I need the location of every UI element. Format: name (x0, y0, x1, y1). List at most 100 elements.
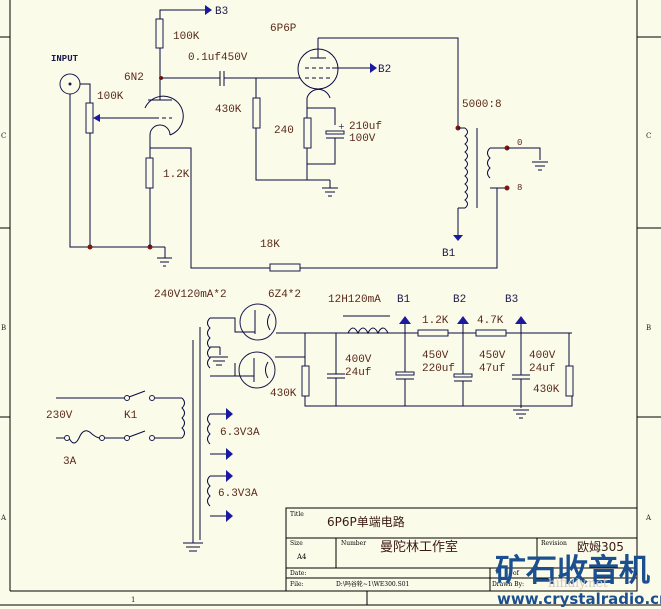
r-b2-b3-value: 4.7K (477, 315, 504, 327)
zone-left-c: C (1, 132, 6, 140)
r-b1-b2-value: 1.2K (422, 315, 449, 327)
driver-cathode-resistor (145, 157, 154, 189)
ps-b2-label: B2 (453, 294, 466, 306)
heater2-label: 6.3V3A (218, 488, 258, 500)
bleeder-right-value: 430K (533, 384, 560, 396)
heater-winding-2 (207, 475, 211, 507)
grid-resistor (252, 97, 261, 129)
b2-label: B2 (378, 64, 391, 76)
feedback-resistor (269, 263, 301, 272)
output-tube-6p6p (297, 38, 339, 99)
heater1-arrow-icon (226, 408, 233, 420)
b1-arrow-icon (453, 235, 463, 241)
volume-pot (85, 102, 100, 134)
ground-symbol (513, 409, 529, 419)
cap2-voltage: 450V (422, 350, 449, 362)
rectifier-label: 6Z4*2 (268, 289, 301, 301)
title-field-label: Title (290, 511, 304, 518)
heater1-label: 6.3V3A (220, 427, 260, 439)
cap1-voltage: 400V (345, 354, 372, 366)
input-jack (59, 73, 81, 95)
feedback-resistor-value: 18K (260, 239, 280, 251)
fuse-label: 3A (63, 456, 77, 468)
zone-left-a: A (0, 514, 7, 522)
tap-0-label: 0 (517, 138, 522, 148)
resistor-b2-b3 (475, 329, 507, 337)
ground-symbol (157, 247, 172, 267)
grid-resistor-value: 430K (215, 104, 242, 116)
choke-inductor (347, 327, 389, 335)
file-field-label: File: (290, 581, 304, 588)
coupling-cap-value: 0.1uf450V (188, 52, 248, 64)
cap1-value: 24uf (345, 367, 371, 379)
bleeder-resistor-left (301, 365, 310, 397)
sheet-size: A4 (296, 553, 307, 561)
cap2-value: 220uf (422, 363, 455, 375)
rectifier-tube-1 (239, 303, 277, 341)
date-field-label: Date: (290, 570, 306, 577)
ps-b1-label: B1 (397, 294, 411, 306)
cap4-voltage: 400V (529, 350, 556, 362)
cap3-value: 47uf (479, 363, 505, 375)
file-path: D:\吗谷轮~1\WE300.S01 (336, 580, 409, 588)
b3-arrow-icon (205, 5, 212, 15)
output-cathode-resistor (303, 117, 312, 149)
fuse (68, 430, 101, 444)
volume-pot-value: 100K (97, 91, 124, 103)
drawing-number: 曼陀林工作室 (380, 539, 458, 555)
rectifier-tube-2 (238, 351, 276, 389)
ground-symbol (532, 161, 548, 171)
cathode-cap-value: 210uf (349, 121, 382, 133)
heater-winding-1 (207, 413, 211, 445)
watermark-faint: hifidiy.net (548, 576, 608, 590)
b3-arrow-icon (515, 316, 527, 324)
driver-tube-label: 6N2 (124, 72, 144, 84)
watermark-url: www.crystalradio.cn (497, 590, 661, 608)
mains-label: 230V (46, 410, 73, 422)
hv-winding (207, 317, 211, 369)
primary-winding (181, 397, 185, 439)
title-block (285, 507, 638, 605)
revision-value: 欧姆305 (577, 540, 624, 554)
output-cathode-resistor-value: 240 (274, 125, 294, 137)
heater1-arrow-icon (226, 448, 233, 460)
hv-winding-label: 240V120mA*2 (154, 289, 227, 301)
driver-cathode-resistor-value: 1.2K (163, 169, 190, 181)
size-field-label: Size (290, 540, 303, 547)
cap3-voltage: 450V (479, 350, 506, 362)
watermark-cn: 矿石收音机 (495, 553, 650, 589)
bleeder-left-value: 430K (270, 388, 297, 400)
drawn-by-label: Drawn By: (492, 581, 524, 588)
zone-bottom-1: 1 (131, 596, 135, 604)
b2-arrow-icon (457, 316, 469, 324)
cathode-cap-voltage: 100V (349, 133, 376, 145)
zone-left-b: B (1, 324, 6, 332)
b3-label: B3 (215, 6, 228, 18)
tap-8-label: 8 (517, 183, 522, 193)
b2-arrow-icon (370, 63, 377, 73)
svg-text:+: + (338, 122, 345, 131)
switch-label: K1 (124, 410, 138, 422)
zone-right-a: A (645, 514, 652, 522)
drawing-title: 6P6P单端电路 (327, 514, 405, 529)
output-tube-label: 6P6P (270, 23, 297, 35)
heater2-arrow-icon (226, 510, 233, 522)
ps-b3-label: B3 (505, 294, 518, 306)
ground-symbol (322, 180, 338, 197)
choke-label: 12H120mA (328, 294, 381, 306)
input-label: INPUT (51, 54, 79, 64)
b1-arrow-icon (399, 316, 411, 324)
driver-tube-6n2 (144, 95, 184, 136)
cap4-value: 24uf (529, 363, 555, 375)
transformer-ratio: 5000:8 (462, 99, 502, 111)
number-field-label: Number (341, 540, 366, 547)
revision-field-label: Revision (541, 540, 567, 547)
zone-right-c: C (646, 132, 651, 140)
bleeder-resistor-right (565, 365, 574, 397)
plate-resistor (155, 18, 164, 49)
resistor-b1-b2 (417, 329, 449, 337)
zone-right-b: B (646, 324, 651, 332)
ground-symbol (183, 540, 203, 552)
plate-resistor-value: 100K (173, 31, 200, 43)
